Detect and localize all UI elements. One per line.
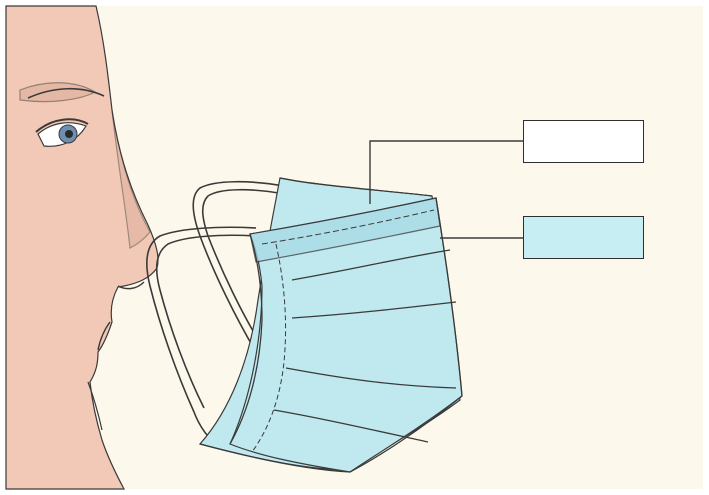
eye-pupil <box>65 130 73 138</box>
label-box-bottom <box>523 216 644 259</box>
surgical-mask-icon <box>200 178 462 472</box>
face-profile-icon <box>6 6 158 489</box>
label-box-top <box>523 120 644 163</box>
face-skin <box>6 6 158 489</box>
